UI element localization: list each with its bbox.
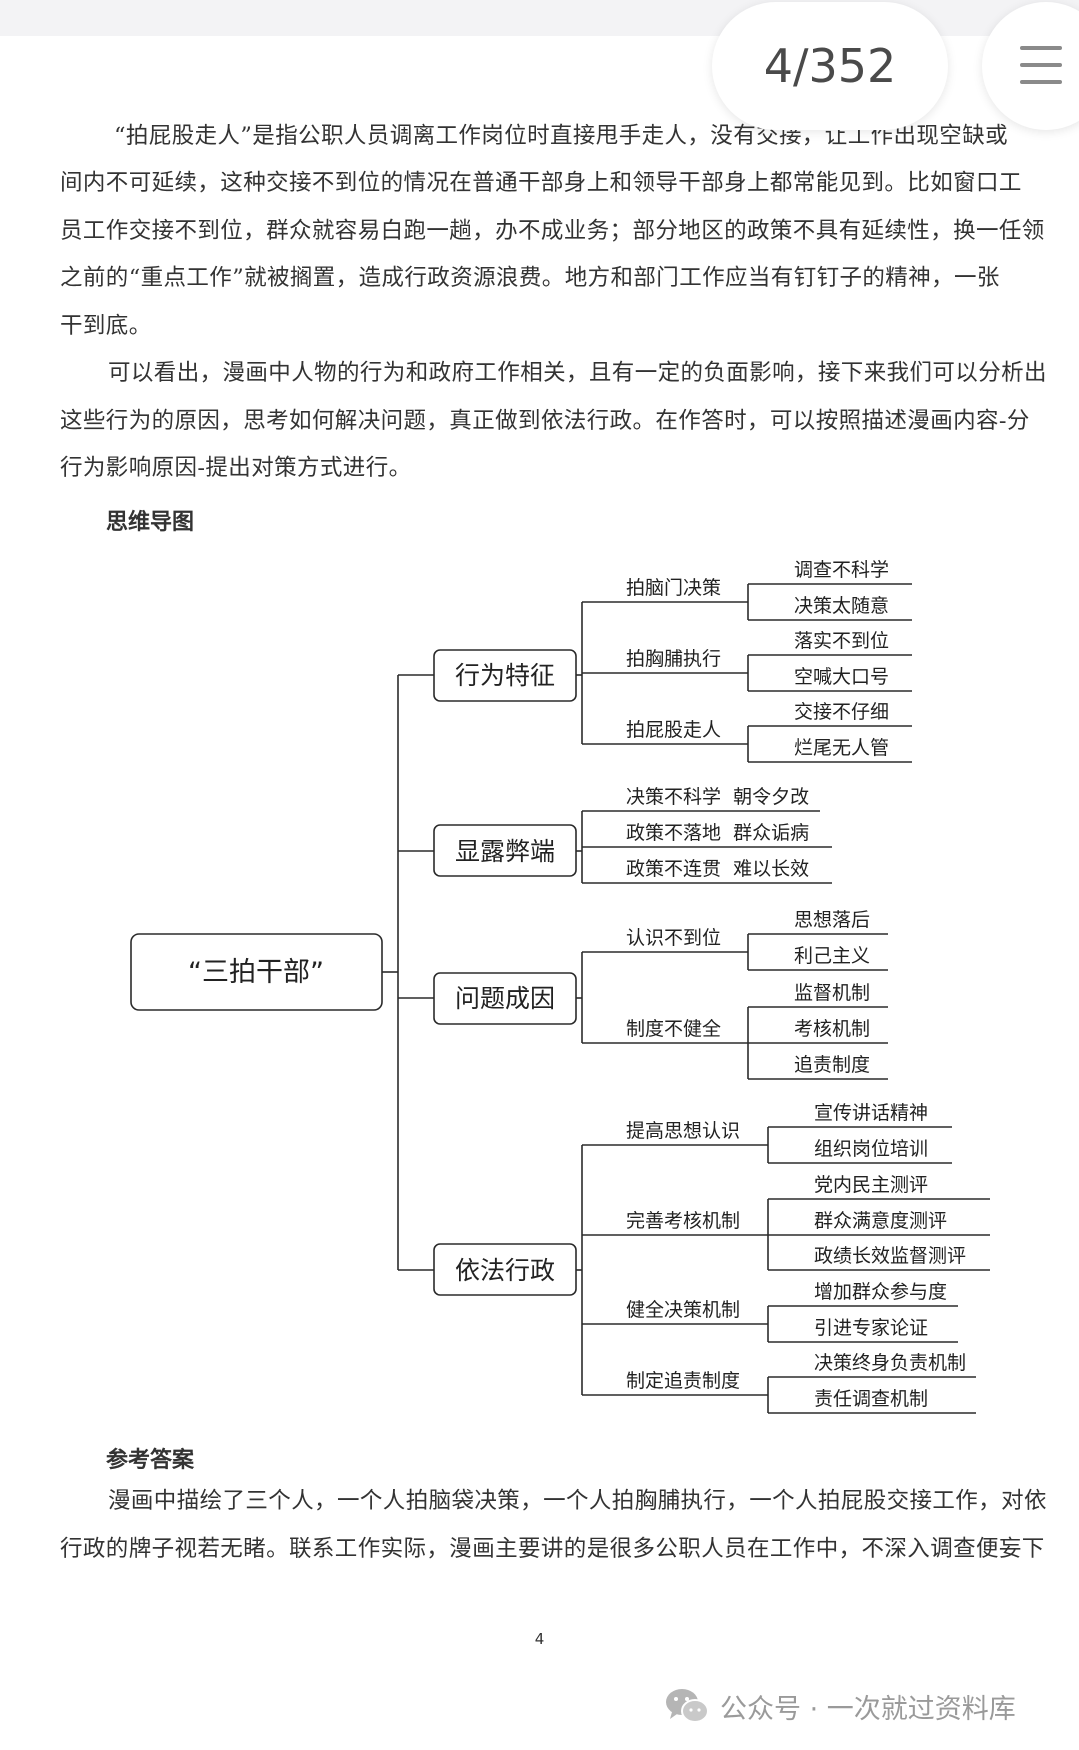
leaf-label: 决策太随意: [794, 595, 889, 617]
branch-box: [433, 972, 577, 1025]
branch-label: 问题成因: [455, 984, 555, 1013]
watermark: 公众号 · 一次就过资料库: [664, 1684, 1016, 1728]
branch-label: 显露弊端: [455, 837, 555, 866]
branch-box: [433, 1243, 577, 1296]
leaf-label: 调查不科学: [794, 559, 889, 581]
leaf-label: 思想落后: [794, 909, 870, 931]
effect-item: 政策不连贯 难以长效: [626, 858, 809, 880]
leaf-label: 空喊大口号: [794, 666, 889, 688]
branch-box: [433, 824, 577, 877]
leaf-label: 烂尾无人管: [794, 737, 889, 759]
branch-label: 依法行政: [455, 1256, 555, 1285]
paragraph-line: 间内不可延续，这种交接不到位的情况在普通干部身上和领导干部身上都常能见到。比如窗…: [60, 170, 1022, 196]
watermark-text: 公众号 · 一次就过资料库: [720, 1693, 1016, 1725]
mindmap-heading: 思维导图: [106, 510, 195, 535]
paragraph-line: 行为影响原因-提出对策方式进行。: [60, 455, 412, 481]
group-label: 拍脑门决策: [626, 577, 721, 599]
leaf-label: 落实不到位: [794, 630, 889, 652]
page-counter[interactable]: 4/352: [712, 2, 948, 130]
mind-map-diagram: “三拍干部” 行为特征 显露弊端 问题成因 依法行政 拍脑门决策 拍胸脯执行 拍…: [130, 559, 990, 1414]
leaf-label: 追责制度: [794, 1054, 870, 1076]
paragraph-line: 可以看出，漫画中人物的行为和政府工作相关，且有一定的负面影响，接下来我们可以分析…: [108, 360, 1047, 386]
page-number: 4: [534, 1630, 545, 1648]
leaf-label: 群众满意度测评: [814, 1210, 947, 1232]
leaf-label: 党内民主测评: [814, 1174, 928, 1196]
group-label: 完善考核机制: [626, 1210, 740, 1232]
leaf-label: 责任调查机制: [814, 1388, 928, 1410]
group-label: 制度不健全: [626, 1018, 721, 1040]
group-label: 认识不到位: [626, 927, 721, 949]
leaf-label: 利己主义: [794, 945, 870, 967]
paragraph-line: 这些行为的原因，思考如何解决问题，真正做到依法行政。在作答时，可以按照描述漫画内…: [60, 408, 1030, 434]
leaf-label: 宣传讲话精神: [814, 1102, 928, 1124]
leaf-label: 监督机制: [794, 982, 870, 1004]
mindmap-root-label: “三拍干部”: [188, 957, 324, 988]
branch-label: 行为特征: [455, 661, 555, 690]
effect-item: 政策不落地 群众诟病: [626, 822, 809, 844]
leaf-label: 政绩长效监督测评: [814, 1245, 966, 1267]
mindmap-root-box: [130, 933, 383, 1011]
answer-line: 行政的牌子视若无睹。联系工作实际，漫画主要讲的是很多公职人员在工作中，不深入调查…: [60, 1536, 1045, 1562]
leaf-label: 决策终身负责机制: [814, 1352, 966, 1374]
group-label: 健全决策机制: [626, 1299, 740, 1321]
leaf-label: 引进专家论证: [814, 1317, 928, 1339]
group-label: 制定追责制度: [626, 1370, 740, 1392]
answer-line: 漫画中描绘了三个人，一个人拍脑袋决策，一个人拍胸脯执行，一个人拍屁股交接工作，对…: [108, 1488, 1047, 1514]
group-label: 拍胸脯执行: [626, 648, 721, 670]
menu-button[interactable]: [982, 2, 1079, 130]
leaf-label: 组织岗位培训: [814, 1138, 928, 1160]
wechat-icon: [666, 1689, 709, 1723]
paragraph-line: 之前的“重点工作”就被搁置，造成行政资源浪费。地方和部门工作应当有钉钉子的精神，…: [60, 265, 1000, 291]
leaf-label: 增加群众参与度: [814, 1281, 947, 1303]
paragraph-line: 员工作交接不到位，群众就容易白跑一趟，办不成业务；部分地区的政策不具有延续性，换…: [60, 218, 1045, 244]
leaf-label: 考核机制: [794, 1018, 870, 1040]
paragraph-line: “拍屁股走人”是指公职人员调离工作岗位时直接甩手走人，没有交接，让工作出现空缺或: [114, 123, 1009, 149]
group-label: 拍屁股走人: [626, 719, 721, 741]
leaf-label: 交接不仔细: [794, 701, 889, 723]
answer-heading: 参考答案: [106, 1448, 195, 1473]
group-label: 提高思想认识: [626, 1120, 740, 1142]
paragraph-line: 干到底。: [60, 313, 152, 339]
effect-item: 决策不科学 朝令夕改: [626, 786, 809, 808]
branch-box: [433, 649, 577, 702]
